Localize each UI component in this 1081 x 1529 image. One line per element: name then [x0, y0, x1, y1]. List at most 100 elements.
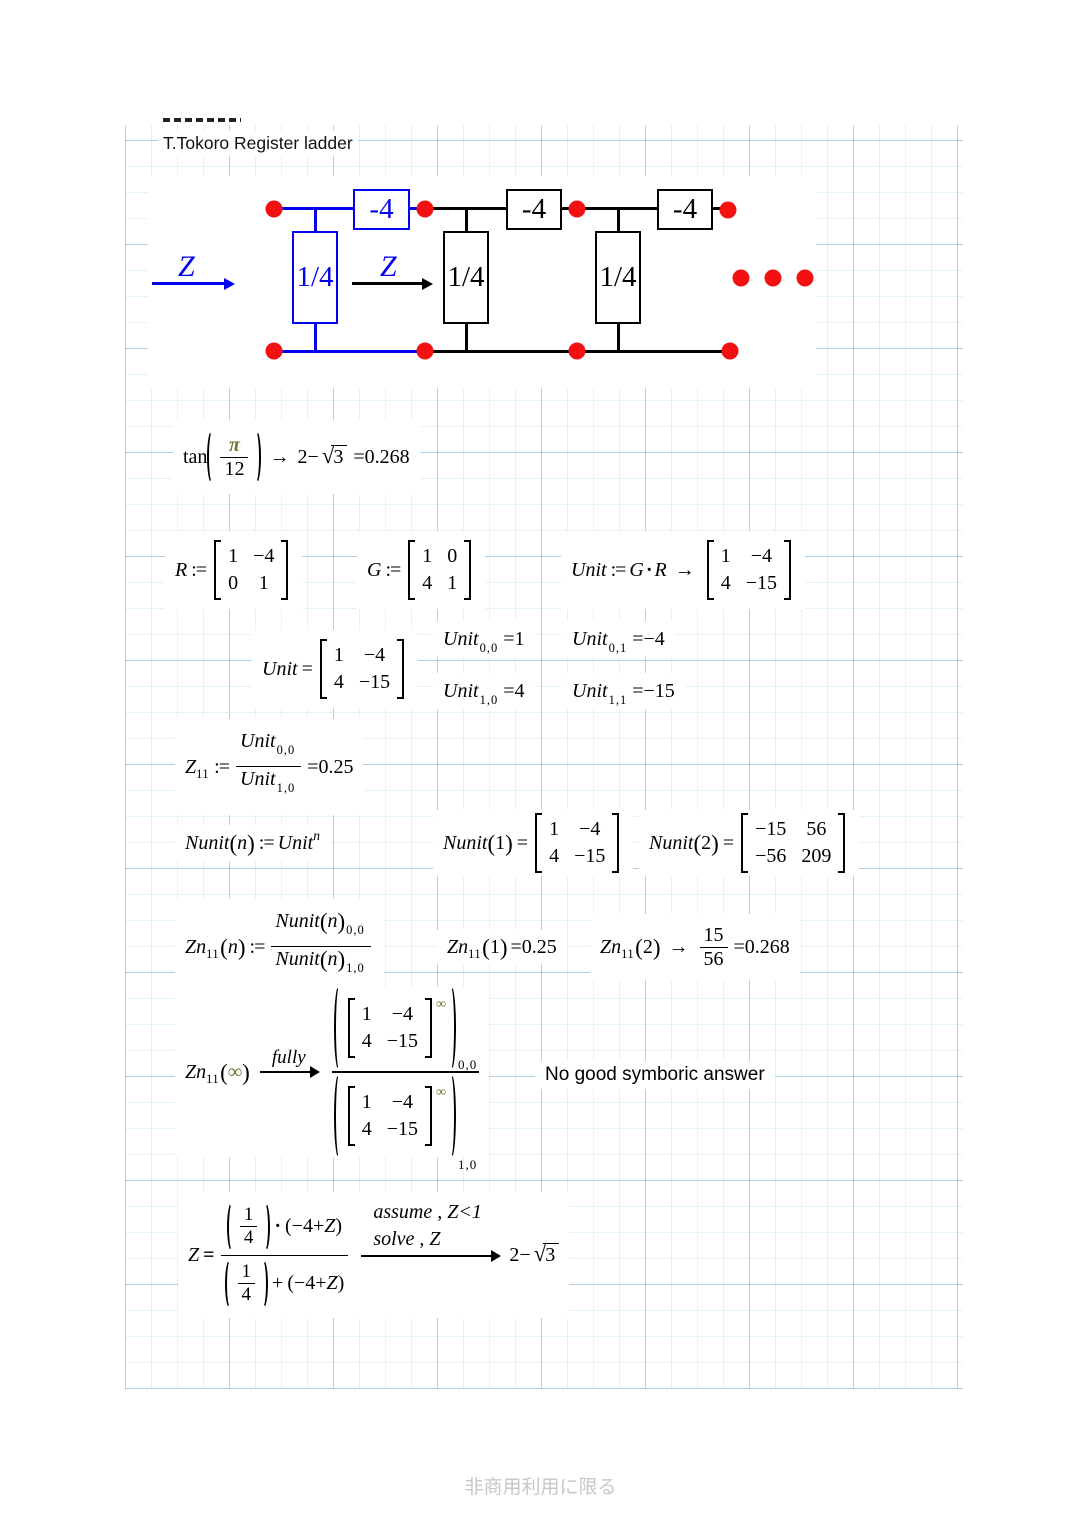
var-Z: Z — [185, 755, 197, 778]
numerator: 15 — [703, 923, 724, 946]
radical-icon: √ — [321, 443, 335, 468]
var-Z: Z — [326, 1272, 338, 1294]
subscript: 1,0 — [276, 781, 296, 795]
eq-tan-pi12[interactable]: tan π 12 → 2− √3 =0.268 — [173, 420, 420, 494]
right-paren: ) — [652, 934, 661, 960]
var-Unit: Unit — [240, 730, 276, 752]
arg-1: 1 — [489, 935, 500, 958]
solve-arrow: assume , Z<1 solve , Z — [361, 1201, 502, 1262]
dot-multiply-operator: · — [274, 1215, 281, 1237]
right-paren: ) — [337, 909, 346, 934]
eq-unit-evaluation[interactable]: Unit = 1−4 4−15 — [252, 630, 419, 708]
equals-operator: = — [722, 831, 734, 854]
subscript: 1,0 — [479, 692, 499, 707]
fully-arrow: fully — [259, 1047, 320, 1078]
eq-z-solve[interactable]: Z = 1 4 · (−4+Z) 1 4 + (−4 — [178, 1192, 570, 1318]
matrix-cell: −4 — [391, 1003, 414, 1025]
assign-operator: := — [258, 831, 275, 854]
var-Unit: Unit — [572, 679, 608, 702]
left-paren: ( — [229, 830, 238, 856]
series-impedance-label: -4 — [672, 193, 698, 225]
no-symbolic-answer-note[interactable]: No good symboric answer — [535, 1061, 775, 1089]
wire — [577, 207, 659, 210]
wire — [274, 350, 426, 353]
bracket-left — [214, 540, 222, 600]
subscript: 0,1 — [608, 640, 628, 655]
expr-open: (−4+ — [287, 1272, 327, 1294]
left-paren: ( — [482, 934, 490, 960]
var-Nunit: Nunit — [275, 910, 320, 932]
subscript-11: 11 — [196, 766, 210, 781]
matrix-cell: 1 — [258, 572, 269, 594]
matrix-cell: −15 — [574, 845, 606, 867]
wire — [617, 323, 620, 351]
infinity-exponent: ∞ — [436, 997, 447, 1012]
value: =−15 — [632, 679, 675, 702]
z-arrow-line — [352, 282, 424, 285]
radicand: 3 — [543, 1243, 560, 1267]
var-G: G — [629, 558, 644, 581]
var-Nunit: Nunit — [275, 948, 320, 970]
fraction-denominator: 1−4 4−15 ∞ 1,0 — [331, 1071, 480, 1172]
terminal-dot — [568, 342, 586, 360]
fraction-1-4: 1 4 — [237, 1261, 256, 1306]
terminal-dot — [265, 200, 283, 218]
subscript: 0,0 — [276, 743, 296, 757]
series-impedance-box: -4 — [657, 189, 713, 230]
eq-unit-definition[interactable]: Unit := G · R → 1−4 4−15 — [561, 531, 806, 609]
ellipsis-dot — [732, 269, 750, 287]
note-text: No good symboric answer — [545, 1064, 765, 1085]
var-Unit: Unit — [443, 679, 479, 702]
register-ladder-circuit[interactable]: -4 1/4 -4 1/4 -4 1/4 Z Z — [148, 176, 816, 388]
var-Unit: Unit — [240, 768, 276, 790]
matrix-cell: 1 — [361, 1091, 372, 1113]
subscript: 1,0 — [346, 961, 365, 975]
matrix-cell: 1 — [333, 644, 344, 666]
left-paren — [224, 1258, 235, 1309]
bracket-left — [741, 813, 749, 873]
matrix-unit: 1−4 4−15 — [706, 540, 792, 600]
bracket-right — [784, 540, 792, 600]
radicand: 3 — [331, 445, 348, 469]
symbolic-arrow: → — [269, 445, 290, 468]
subscript: 0,0 — [479, 640, 499, 655]
matrix-cell: 4 — [549, 845, 560, 867]
fraction-numerator: 1−4 4−15 ∞ 0,0 — [332, 985, 480, 1072]
matrix-cell: 4 — [361, 1118, 372, 1140]
arg-n: n — [327, 948, 338, 970]
matrix-cell: 1 — [549, 818, 560, 840]
infinity-symbol: ∞ — [227, 1060, 243, 1083]
numerator: 1 — [243, 1204, 254, 1225]
left-paren: ( — [635, 934, 643, 960]
var-R: R — [175, 558, 188, 581]
right-paren: ) — [711, 830, 719, 856]
bracket-left — [408, 540, 416, 600]
sqrt-3: √3 — [321, 443, 348, 469]
fraction-15-56: 15 56 — [699, 923, 728, 971]
matrix-cell: 0 — [447, 545, 458, 567]
fraction-1-4: 1 4 — [239, 1204, 258, 1249]
wire — [314, 323, 317, 351]
series-impedance-box: -4 — [353, 189, 410, 230]
matrix-cell: 1 — [422, 545, 433, 567]
eq-nunit-1[interactable]: Nunit(1) = 1−4 4−15 — [433, 810, 634, 876]
global-equals-operator: = — [203, 1243, 214, 1266]
bracket-left — [347, 998, 355, 1058]
z-arrowhead — [224, 278, 235, 290]
right-paren: ) — [247, 830, 255, 856]
